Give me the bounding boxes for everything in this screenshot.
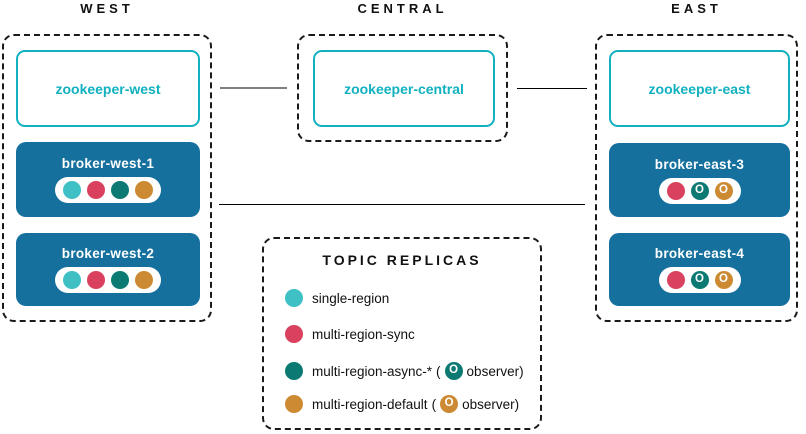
legend-item-multi-region-sync: multi-region-sync	[285, 325, 415, 343]
broker-west-1-replica-pill	[55, 177, 161, 203]
replica-dot-single-region	[63, 271, 81, 289]
zookeeper-west-label: zookeeper-west	[55, 80, 161, 97]
region-title-central: CENTRAL	[357, 1, 448, 16]
legend-paren: (	[436, 363, 441, 379]
legend-item-multi-region-async: multi-region-async-* ( O observer)	[285, 362, 524, 380]
replica-dot-multi-region-default-observer: O	[714, 271, 733, 289]
replica-dot-single-region	[63, 181, 81, 199]
broker-east-3-node: broker-east-3 O O	[609, 143, 790, 217]
replica-dot-multi-region-default	[135, 271, 153, 289]
legend-label: multi-region-async-*	[312, 363, 433, 379]
replica-dot-multi-region-async-observer: O	[690, 271, 709, 289]
replica-dot-multi-region-default	[135, 181, 153, 199]
region-title-east: EAST	[671, 1, 722, 16]
replica-dot-multi-region-sync	[666, 181, 685, 200]
replica-dot-multi-region-sync	[87, 271, 105, 289]
legend-observer-dot-async: O	[444, 362, 463, 380]
legend-observer-label: observer)	[462, 396, 520, 412]
region-box-east: zookeeper-east broker-east-3 O O broker-…	[595, 34, 798, 322]
zookeeper-east-node: zookeeper-east	[609, 50, 790, 127]
zookeeper-west-node: zookeeper-west	[16, 50, 200, 127]
legend-label-group: multi-region-async-* ( O observer)	[312, 362, 524, 380]
legend-item-multi-region-default: multi-region-default ( O observer)	[285, 395, 519, 413]
replica-dot-multi-region-sync	[87, 181, 105, 199]
region-box-west: zookeeper-west broker-west-1 broker-west…	[2, 34, 212, 322]
legend-topic-replicas: TOPIC REPLICAS single-region multi-regio…	[262, 237, 542, 430]
zookeeper-central-label: zookeeper-central	[344, 80, 464, 97]
broker-west-2-label: broker-west-2	[61, 246, 155, 261]
replica-dot-multi-region-async	[111, 271, 129, 289]
zookeeper-east-label: zookeeper-east	[648, 80, 751, 97]
broker-west-1-label: broker-west-1	[61, 156, 155, 171]
legend-item-single-region: single-region	[285, 289, 389, 307]
broker-east-4-replica-pill: O O	[658, 267, 741, 293]
replica-dot-multi-region-default-observer: O	[714, 181, 733, 200]
legend-label: multi-region-default	[312, 396, 428, 412]
legend-label-group: multi-region-default ( O observer)	[312, 395, 519, 413]
broker-east-4-node: broker-east-4 O O	[609, 233, 790, 306]
broker-east-3-label: broker-east-3	[654, 156, 745, 172]
broker-east-3-replica-pill: O O	[658, 177, 741, 204]
broker-west-2-replica-pill	[55, 267, 161, 293]
replica-dot-multi-region-async-observer: O	[690, 181, 709, 200]
replica-dot-multi-region-sync	[666, 271, 685, 289]
replica-dot-multi-region-async	[111, 181, 129, 199]
region-title-west: WEST	[80, 1, 134, 16]
connector-broker-west-east	[219, 204, 585, 205]
legend-dot-multi-region-async	[285, 362, 303, 380]
broker-west-1-node: broker-west-1	[16, 142, 200, 217]
legend-dot-multi-region-sync	[285, 325, 303, 343]
connector-zookeeper-west-central	[220, 87, 287, 89]
legend-dot-single-region	[285, 289, 303, 307]
broker-east-4-label: broker-east-4	[654, 246, 745, 261]
legend-observer-dot-default: O	[440, 395, 459, 413]
legend-label: multi-region-sync	[312, 326, 415, 342]
legend-title: TOPIC REPLICAS	[322, 252, 482, 268]
legend-dot-multi-region-default	[285, 395, 303, 413]
legend-observer-label: observer)	[466, 363, 524, 379]
zookeeper-central-node: zookeeper-central	[313, 50, 495, 127]
legend-label: single-region	[312, 290, 390, 306]
connector-zookeeper-central-east	[517, 88, 587, 89]
region-box-central: zookeeper-central	[297, 34, 508, 142]
broker-west-2-node: broker-west-2	[16, 233, 200, 306]
legend-paren: (	[431, 396, 437, 412]
